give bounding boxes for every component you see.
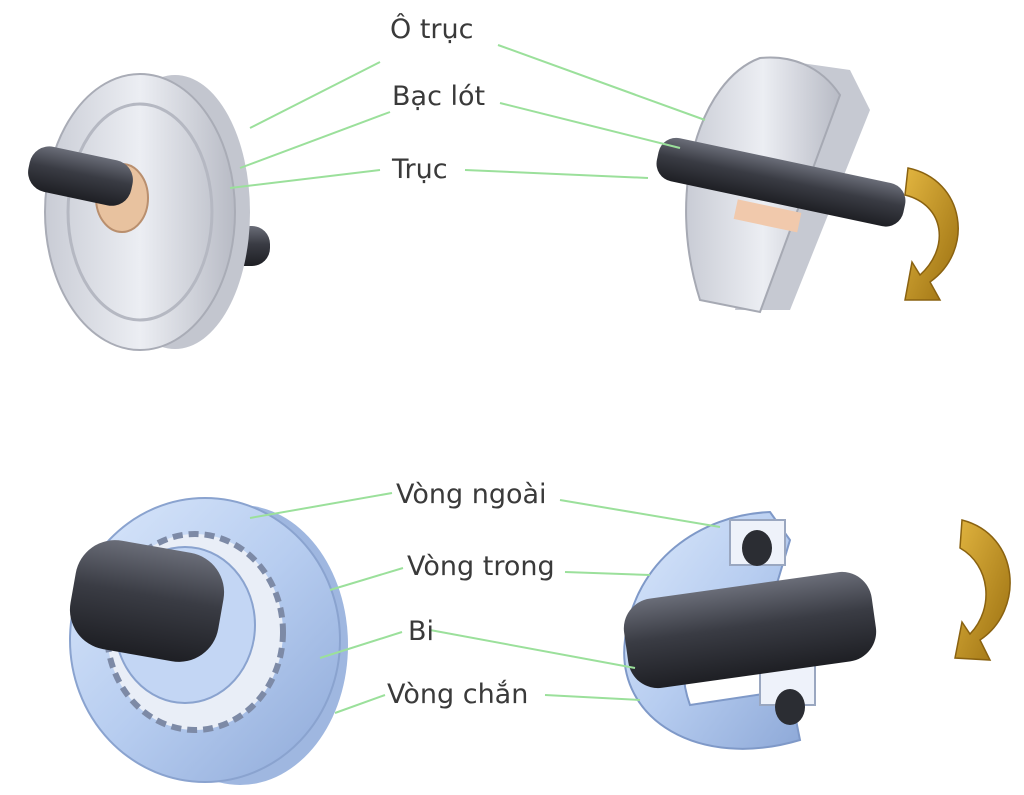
- ball-bearing-cutaway: [623, 510, 877, 750]
- label-inner-ring: Vòng trong: [407, 551, 555, 582]
- shaft-stub: [69, 540, 225, 662]
- leader-lines: [229, 44, 721, 714]
- shaft-cutaway-bottom: [623, 571, 877, 689]
- housing-face-groove: [66, 102, 214, 322]
- label-ball: Bi: [408, 616, 434, 647]
- bottom-labels: Vòng ngoài Vòng trong Bi Vòng chắn: [387, 479, 555, 710]
- plain-bearing-cutaway: [656, 56, 906, 314]
- plain-bearing-assembly: [28, 73, 270, 351]
- top-labels: Ô trục Bạc lót Trục: [390, 13, 485, 185]
- ball-bottom: [775, 689, 805, 725]
- ball-top: [742, 530, 772, 566]
- label-retainer: Vòng chắn: [387, 679, 528, 710]
- bushing-cut-bottom: [733, 199, 802, 233]
- rotation-arrow-icon: [954, 519, 1011, 661]
- ball-bearing-assembly: [69, 497, 348, 785]
- label-bushing: Bạc lót: [392, 81, 485, 112]
- label-housing: Ô trục: [390, 13, 473, 45]
- shaft-cutaway: [656, 137, 906, 227]
- rotation-arrow-icon: [904, 167, 959, 301]
- label-shaft: Trục: [391, 154, 448, 185]
- label-outer-ring: Vòng ngoài: [396, 479, 547, 510]
- shaft-front: [28, 146, 133, 206]
